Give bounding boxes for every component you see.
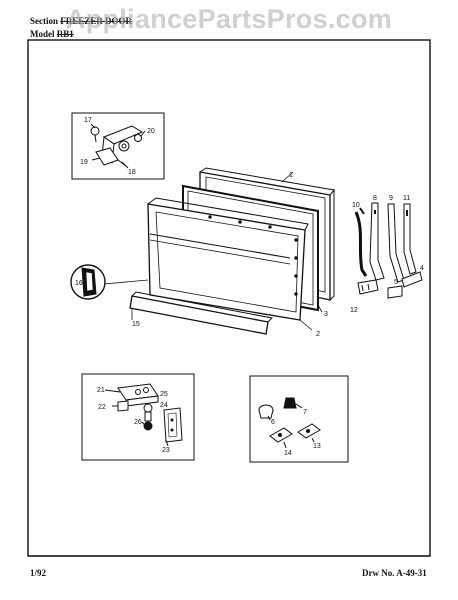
callout-19: 19 bbox=[80, 159, 88, 166]
section-header: Section FREEZER DOOR bbox=[30, 16, 132, 26]
hinge-top-inset bbox=[71, 112, 165, 180]
callout-7: 7 bbox=[303, 409, 307, 416]
callout-11: 11 bbox=[403, 195, 410, 202]
model-value: RB1 bbox=[56, 29, 74, 39]
callout-23: 23 bbox=[162, 447, 170, 454]
callout-18: 18 bbox=[128, 169, 136, 176]
inner-door-liner bbox=[147, 197, 313, 331]
callout-3: 3 bbox=[324, 311, 328, 318]
callout-25: 25 bbox=[160, 391, 168, 398]
callout-16: 16 bbox=[75, 280, 83, 287]
callout-5: 5 bbox=[394, 279, 398, 286]
callout-9: 9 bbox=[389, 195, 393, 202]
callout-2: 2 bbox=[316, 331, 320, 338]
footer-drawing-number: Drw No. A-49-31 bbox=[362, 568, 427, 578]
watermark-text: AppliancePartsPros.com bbox=[65, 4, 393, 34]
callout-13: 13 bbox=[313, 443, 321, 450]
callout-22: 22 bbox=[98, 404, 106, 411]
footer-date: 1/92 bbox=[30, 568, 47, 578]
callout-1: 1 bbox=[289, 172, 293, 179]
door-shelf-trim bbox=[129, 291, 274, 335]
model-label: Model bbox=[30, 29, 55, 39]
callout-24: 24 bbox=[160, 402, 168, 409]
callout-4: 4 bbox=[420, 265, 424, 272]
callout-8: 8 bbox=[373, 195, 377, 202]
hinge-bottom-inset bbox=[81, 373, 195, 461]
model-header: Model RB1 bbox=[30, 29, 74, 39]
callout-26: 26 bbox=[134, 419, 142, 426]
door-side-parts bbox=[354, 202, 423, 299]
callout-21: 21 bbox=[97, 387, 105, 394]
callout-20: 20 bbox=[147, 128, 155, 135]
callout-6: 6 bbox=[271, 419, 275, 426]
bushing-clip-inset bbox=[249, 375, 349, 463]
callout-12: 12 bbox=[350, 307, 358, 314]
callout-15: 15 bbox=[132, 321, 140, 328]
callout-14: 14 bbox=[284, 450, 292, 457]
section-label: Section bbox=[30, 16, 58, 26]
detail-circle bbox=[70, 264, 149, 300]
callout-10: 10 bbox=[352, 202, 360, 209]
section-value: FREEZER DOOR bbox=[60, 16, 133, 26]
callout-17: 17 bbox=[84, 117, 92, 124]
callout-labels: 1 2 3 4 5 6 7 8 9 10 11 12 13 14 15 16 1… bbox=[75, 117, 424, 457]
